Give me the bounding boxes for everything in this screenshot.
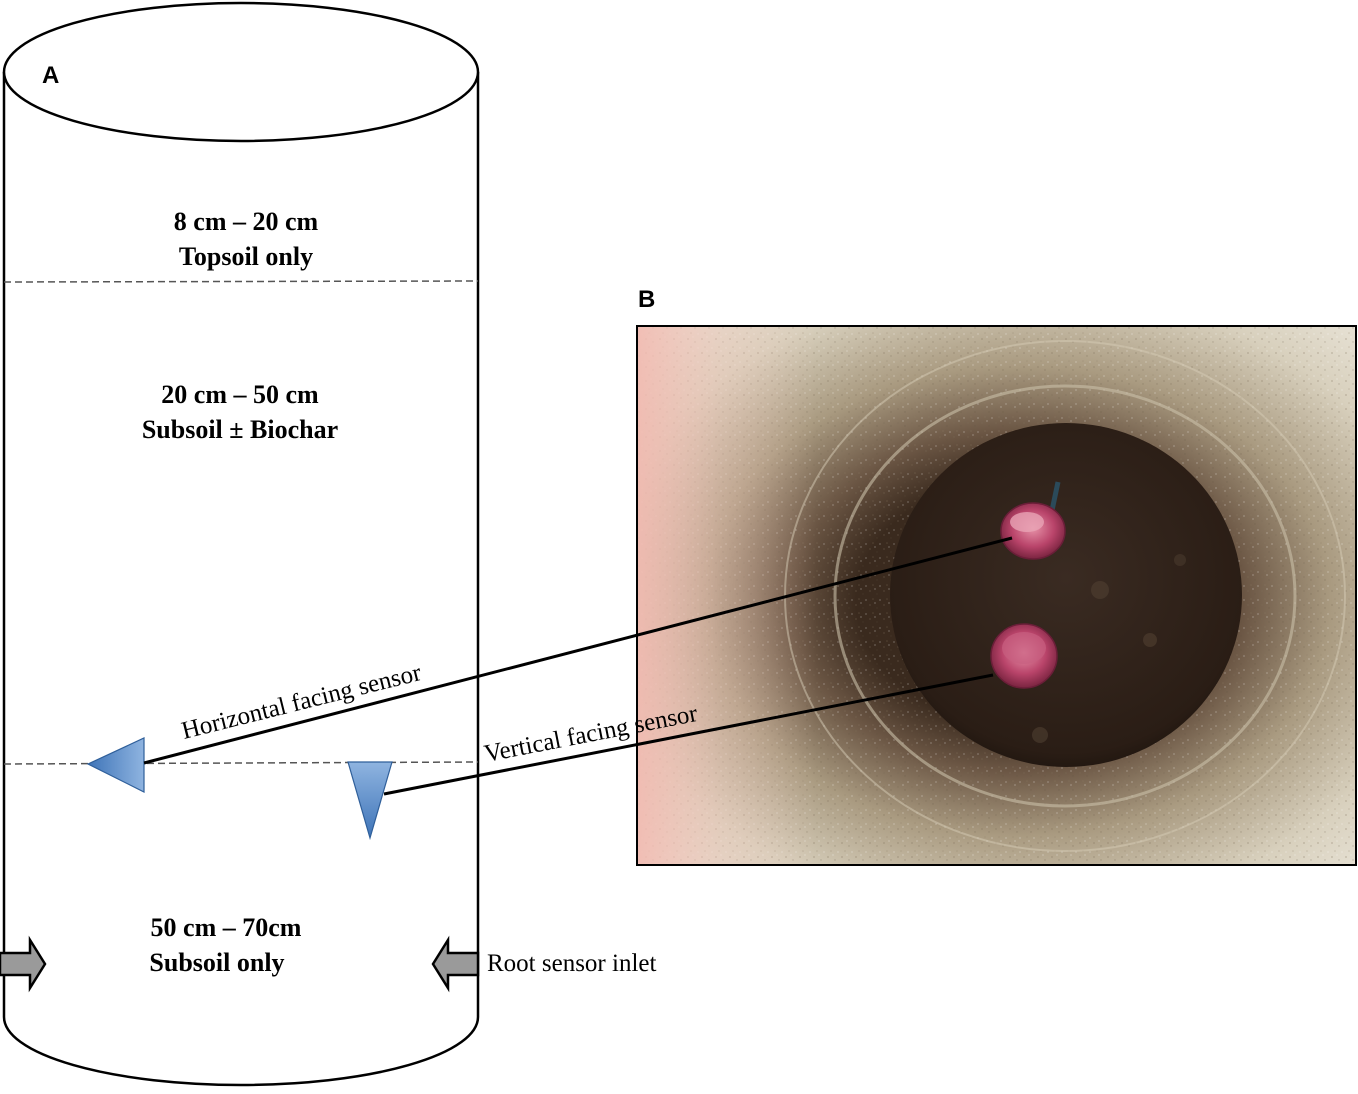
cylinder-bottom-rim (2, 1016, 480, 1087)
horizontal-sensor-marker (86, 737, 145, 793)
panel-b-label: B (638, 286, 655, 313)
soil-hole (890, 423, 1242, 767)
bottom-layer-depth: 50 cm – 70cm (151, 913, 302, 942)
panel-a: A 8 cm – 20 cm Topsoil only 20 cm – 50 c… (0, 1, 480, 1087)
bottom-layer-material: Subsoil only (149, 948, 284, 977)
right-inlet-arrow (431, 935, 480, 993)
top-layer-material: Topsoil only (179, 242, 313, 271)
panel-a-label: A (42, 62, 59, 89)
core-hole-photo (637, 326, 1356, 865)
top-layer-depth: 8 cm – 20 cm (174, 207, 319, 236)
vertical-sensor-marker (347, 761, 393, 841)
middle-layer-material: Subsoil ± Biochar (142, 415, 338, 444)
panel-b: B (636, 286, 1357, 866)
left-inlet-arrow (0, 935, 47, 993)
layer-boundary-lower (3, 761, 479, 765)
layer-boundary-upper (3, 280, 479, 283)
middle-layer-depth: 20 cm – 50 cm (161, 380, 319, 409)
horizontal-sensor-connector (143, 536, 1013, 765)
photo-frame (636, 325, 1357, 866)
horizontal-sensor-label: Horizontal facing sensor (179, 659, 425, 745)
root-inlet-label: Root sensor inlet (487, 950, 656, 977)
vertical-sensor-connector (383, 673, 994, 796)
cylinder-top-rim (2, 1, 480, 143)
